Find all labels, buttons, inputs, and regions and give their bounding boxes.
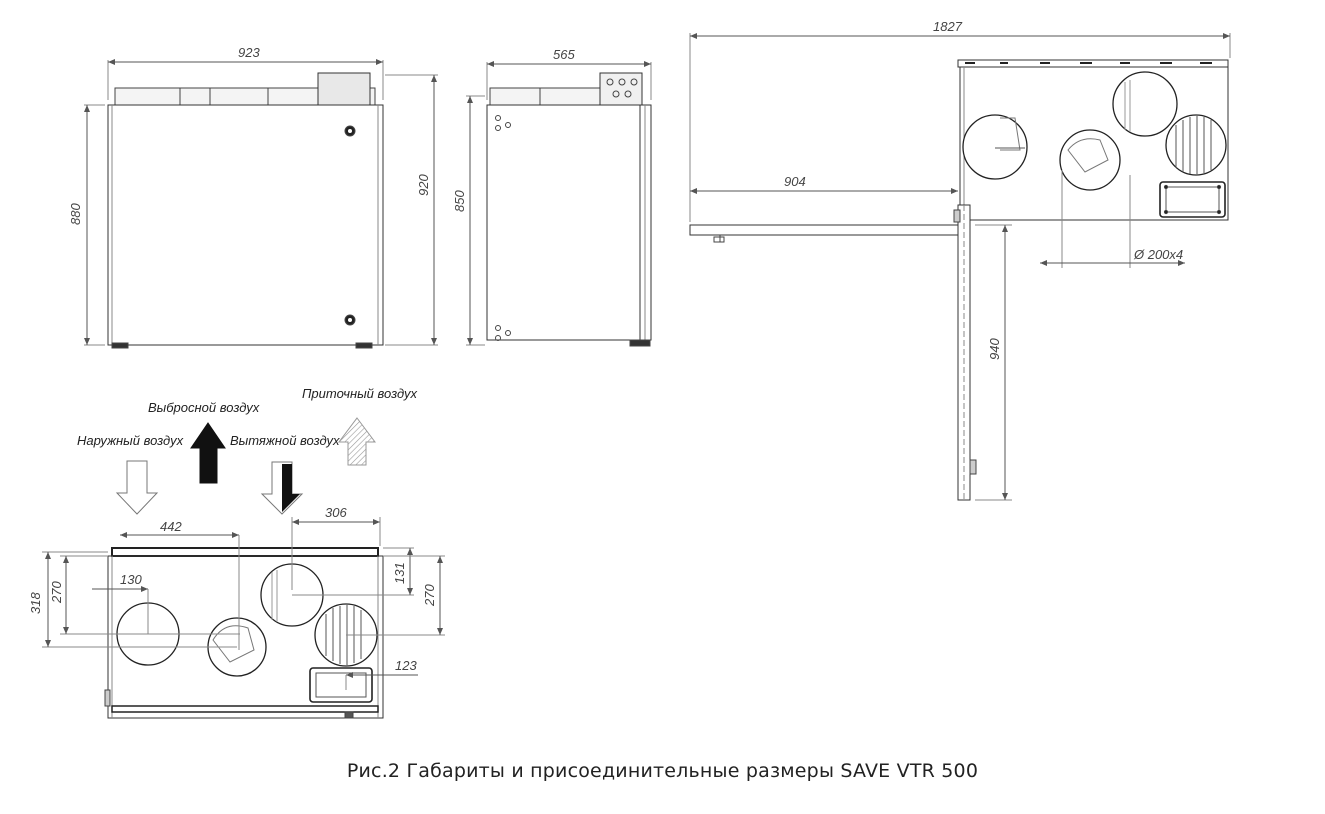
figure-caption: Рис.2 Габариты и присоединительные разме… [346, 760, 979, 782]
installed-duct-label: Ø 200x4 [1133, 247, 1183, 262]
installed-view [690, 33, 1230, 500]
supply-air-label: Приточный воздух [302, 386, 418, 401]
connection-view [42, 517, 445, 718]
connection-270-right-label: 270 [422, 584, 437, 607]
outdoor-air-label: Наружный воздух [77, 433, 184, 448]
front-height-label: 880 [68, 203, 83, 225]
connection-306-label: 306 [325, 505, 347, 520]
front-view [84, 59, 438, 348]
connection-442-label: 442 [160, 519, 182, 534]
outdoor-air-arrow-icon [117, 461, 157, 514]
connection-131-label: 131 [392, 562, 407, 584]
side-depth-label: 565 [553, 47, 575, 62]
exhaust-air-arrow-icon [191, 423, 225, 483]
extract-air-label: Вытяжной воздух [230, 433, 340, 448]
connection-130-label: 130 [120, 572, 142, 587]
front-total-height-label: 920 [416, 174, 431, 196]
side-view [466, 61, 651, 346]
installed-leg-height-label: 940 [987, 338, 1002, 360]
airflow-legend [117, 418, 375, 514]
side-height-label: 850 [452, 190, 467, 212]
front-width-label: 923 [238, 45, 260, 60]
connection-318-label: 318 [28, 592, 43, 614]
installed-bracket-label: 904 [784, 174, 806, 189]
installed-overall-width-label: 1827 [933, 19, 963, 34]
connection-270-left-label: 270 [49, 581, 64, 604]
supply-air-arrow-icon [339, 418, 375, 465]
exhaust-air-label: Выбросной воздух [148, 400, 260, 415]
connection-123-label: 123 [395, 658, 417, 673]
